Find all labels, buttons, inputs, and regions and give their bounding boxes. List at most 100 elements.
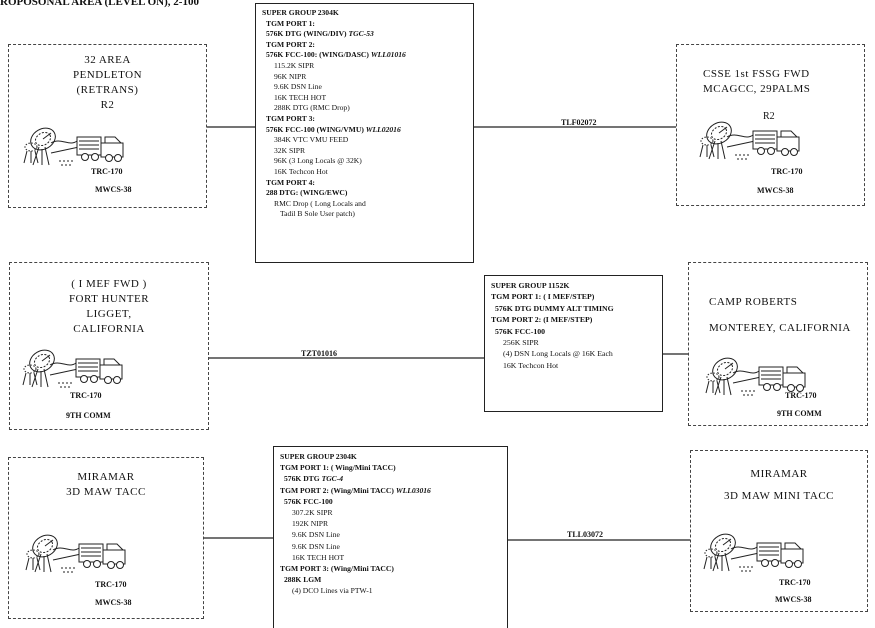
line-text: 576K FCC-100: (WING/DASC) xyxy=(266,50,371,60)
site-name-line: CSSE 1st FSSG FWD xyxy=(703,68,810,80)
super-group-bottom: SUPER GROUP 2304K TGM PORT 1: ( Wing/Mini… xyxy=(273,446,508,628)
super-group-line: 288K LGM xyxy=(280,574,501,585)
site-name: CSSE 1st FSSG FWD MCAGCC, 29PALMS xyxy=(677,67,864,97)
site-name-line: 32 AREA xyxy=(84,54,131,66)
equipment-label: TRC-170 xyxy=(91,167,123,176)
circuit-tag: WLL01016 xyxy=(370,50,406,60)
line-text: 192K NIPR xyxy=(292,519,329,529)
site-name-line: (RETRANS) xyxy=(76,84,139,96)
unit-label: MWCS-38 xyxy=(95,185,132,194)
line-text: 9.6K DSN Line xyxy=(292,541,340,551)
super-group-heading: TGM PORT 1: ( Wing/Mini TACC) xyxy=(280,462,501,473)
line-text: 576K FCC-100 xyxy=(495,326,546,336)
super-group-line: 256K SIPR xyxy=(491,337,656,348)
trc-170-radio-icon xyxy=(705,357,806,396)
line-text: 96K (3 Long Locals @ 32K) xyxy=(274,156,362,166)
site-pendleton: 32 AREA PENDLETON (RETRANS) R2 xyxy=(8,44,207,208)
repeater-label: R2 xyxy=(763,111,775,122)
site-name: MIRAMAR 3D MAW MINI TACC xyxy=(691,463,867,507)
circuit-tag: TGC-4 xyxy=(321,474,344,484)
site-name-line: PENDLETON xyxy=(72,69,143,81)
super-group-line: 9.6K DSN Line xyxy=(262,82,467,93)
site-name-line: 3D MAW TACC xyxy=(66,486,146,498)
super-group-line: 32K SIPR xyxy=(262,146,467,157)
super-group-line: 115.2K SIPR xyxy=(262,61,467,72)
site-name-line: ( I MEF FWD ) xyxy=(71,278,147,290)
line-text: 288K DTG (RMC Drop) xyxy=(274,103,350,113)
super-group-line: 16K TECH HOT xyxy=(280,552,501,563)
diagram-header: ROPOSONAL AREA (LEVEL ON), 2-100 xyxy=(0,0,199,8)
site-fort-hunter: ( I MEF FWD ) FORT HUNTER LIGGET, CALIFO… xyxy=(9,262,209,430)
line-text: TGM PORT 3: xyxy=(266,113,315,123)
line-text: TGM PORT 3: (Wing/Mini TACC) xyxy=(280,564,394,574)
site-name-line: CALIFORNIA xyxy=(73,323,145,335)
line-text: 576K FCC-100 xyxy=(284,496,333,506)
link-label-tlf: TLF02072 xyxy=(561,118,597,127)
line-text: 576K FCC-100 (WING/VMU) xyxy=(266,124,366,134)
line-text: 96K NIPR xyxy=(274,71,307,81)
super-group-line: 576K FCC-100 xyxy=(491,326,656,337)
line-text: 307.2K SIPR xyxy=(292,508,333,518)
link-label-tll: TLL03072 xyxy=(567,530,604,539)
site-name-line: LIGGET, xyxy=(86,308,132,320)
super-group-line: 576K FCC-100 (WING/VMU) WLL02016 xyxy=(262,125,467,136)
line-text: TGM PORT 1: ( I MEF/STEP) xyxy=(491,292,595,302)
super-group-line: (4) DSN Long Locals @ 16K Each xyxy=(491,348,656,359)
line-text: TGM PORT 2: (Wing/Mini TACC) xyxy=(280,485,396,495)
circuit-tag: WLL02016 xyxy=(365,124,401,134)
super-group-line: 9.6K DSN Line xyxy=(280,529,501,540)
site-name-line: MIRAMAR xyxy=(77,471,135,483)
line-text: 9.6K DSN Line xyxy=(274,82,322,92)
equipment-label: TRC-170 xyxy=(785,391,817,400)
site-name: MIRAMAR 3D MAW TACC xyxy=(9,470,203,500)
line-text: SUPER GROUP 1152K xyxy=(491,281,570,290)
super-group-line: 576K DTG TGC-4 xyxy=(280,473,501,484)
site-miramar-mini-tacc: MIRAMAR 3D MAW MINI TACC TRC-170 MWC xyxy=(690,450,868,612)
super-group-line: 576K FCC-100: (WING/DASC) WLL01016 xyxy=(262,50,467,61)
line-text: TGM PORT 2: xyxy=(266,39,315,49)
super-group-line: 576K FCC-100 xyxy=(280,496,501,507)
super-group-line: 96K (3 Long Locals @ 32K) xyxy=(262,156,467,167)
line-text: 32K SIPR xyxy=(274,145,306,155)
trc-170-radio-icon xyxy=(25,534,126,573)
equipment-label: TRC-170 xyxy=(95,580,127,589)
site-name-line: FORT HUNTER xyxy=(68,293,150,305)
site-name-line: R2 xyxy=(100,99,115,111)
line-text: TGM PORT 1: ( Wing/Mini TACC) xyxy=(280,463,396,473)
site-miramar-tacc: MIRAMAR 3D MAW TACC TRC-170 MWCS-38 xyxy=(8,457,204,619)
trc-170-radio-icon xyxy=(703,533,804,572)
super-group-mid: SUPER GROUP 1152K TGM PORT 1: ( I MEF/STE… xyxy=(484,275,663,412)
super-group-heading: SUPER GROUP 2304K xyxy=(262,8,467,19)
unit-label: MWCS-38 xyxy=(775,595,812,604)
super-group-line: 96K NIPR xyxy=(262,72,467,83)
equipment-label: TRC-170 xyxy=(779,578,811,587)
super-group-heading: TGM PORT 1: ( I MEF/STEP) xyxy=(491,291,656,302)
equipment-label: TRC-170 xyxy=(771,167,803,176)
line-text: RMC Drop ( Long Locals and xyxy=(274,198,366,208)
line-text: (4) DCO Lines via PTW-1 xyxy=(292,586,373,596)
line-text: 384K VTC VMU FEED xyxy=(274,135,349,145)
site-name-line: 3D MAW MINI TACC xyxy=(723,490,835,502)
line-text: 288 DTG: (WING/EWC) xyxy=(266,188,348,198)
super-group-line: TGM PORT 3: xyxy=(262,114,467,125)
line-text: 288K LGM xyxy=(284,575,322,585)
unit-label: MWCS-38 xyxy=(757,186,794,195)
site-camp-roberts: CAMP ROBERTS MONTEREY, CALIFORNIA TRC- xyxy=(688,262,868,426)
equipment-label: TRC-170 xyxy=(70,391,102,400)
line-text: SUPER GROUP 2304K xyxy=(280,452,357,461)
super-group-line: TGM PORT 2: xyxy=(262,40,467,51)
line-text: Tadil B Sole User patch) xyxy=(280,209,355,219)
super-group-line: RMC Drop ( Long Locals and xyxy=(262,199,467,210)
super-group-line: 9.6K DSN Line xyxy=(280,541,501,552)
line-text: (4) DSN Long Locals @ 16K Each xyxy=(503,349,613,359)
line-text: 16K Techcon Hot xyxy=(503,360,559,370)
line-text: 576K DTG xyxy=(284,474,322,484)
super-group-heading: SUPER GROUP 2304K xyxy=(280,451,501,462)
super-group-heading: TGM PORT 2: (I MEF/STEP) xyxy=(491,314,656,325)
super-group-line: (4) DCO Lines via PTW-1 xyxy=(280,585,501,596)
super-group-line: 16K TECH HOT xyxy=(262,93,467,104)
super-group-heading: TGM PORT 2: (Wing/Mini TACC) WLL03016 xyxy=(280,485,501,496)
line-text: 576K DTG (WING/DIV) xyxy=(266,29,349,39)
